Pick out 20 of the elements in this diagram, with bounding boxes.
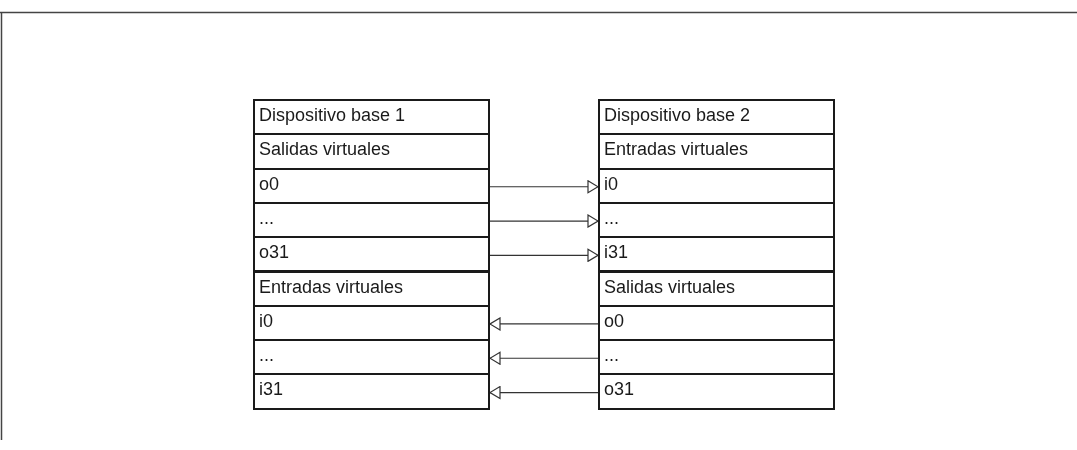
table-row: i31 [598,236,835,273]
table-row: o31 [598,373,835,410]
arrow [489,385,599,400]
arrow [489,248,599,262]
table-row: ... [598,339,835,376]
arrow [489,317,599,331]
arrow [489,180,599,194]
table-row: o0 [253,167,490,204]
table-row: Dispositivo base 1 [253,99,490,136]
table-row: Entradas virtuales [598,133,835,170]
table-row: Salidas virtuales [598,270,835,307]
table-row: ... [253,339,490,376]
table-row: o31 [253,236,490,273]
arrow [489,351,599,365]
table-row: i0 [598,167,835,204]
arrow [489,214,599,228]
table-row: Salidas virtuales [253,133,490,170]
table-row: i31 [253,373,490,410]
table-row: Entradas virtuales [253,270,490,307]
table-row: Dispositivo base 2 [598,99,835,136]
